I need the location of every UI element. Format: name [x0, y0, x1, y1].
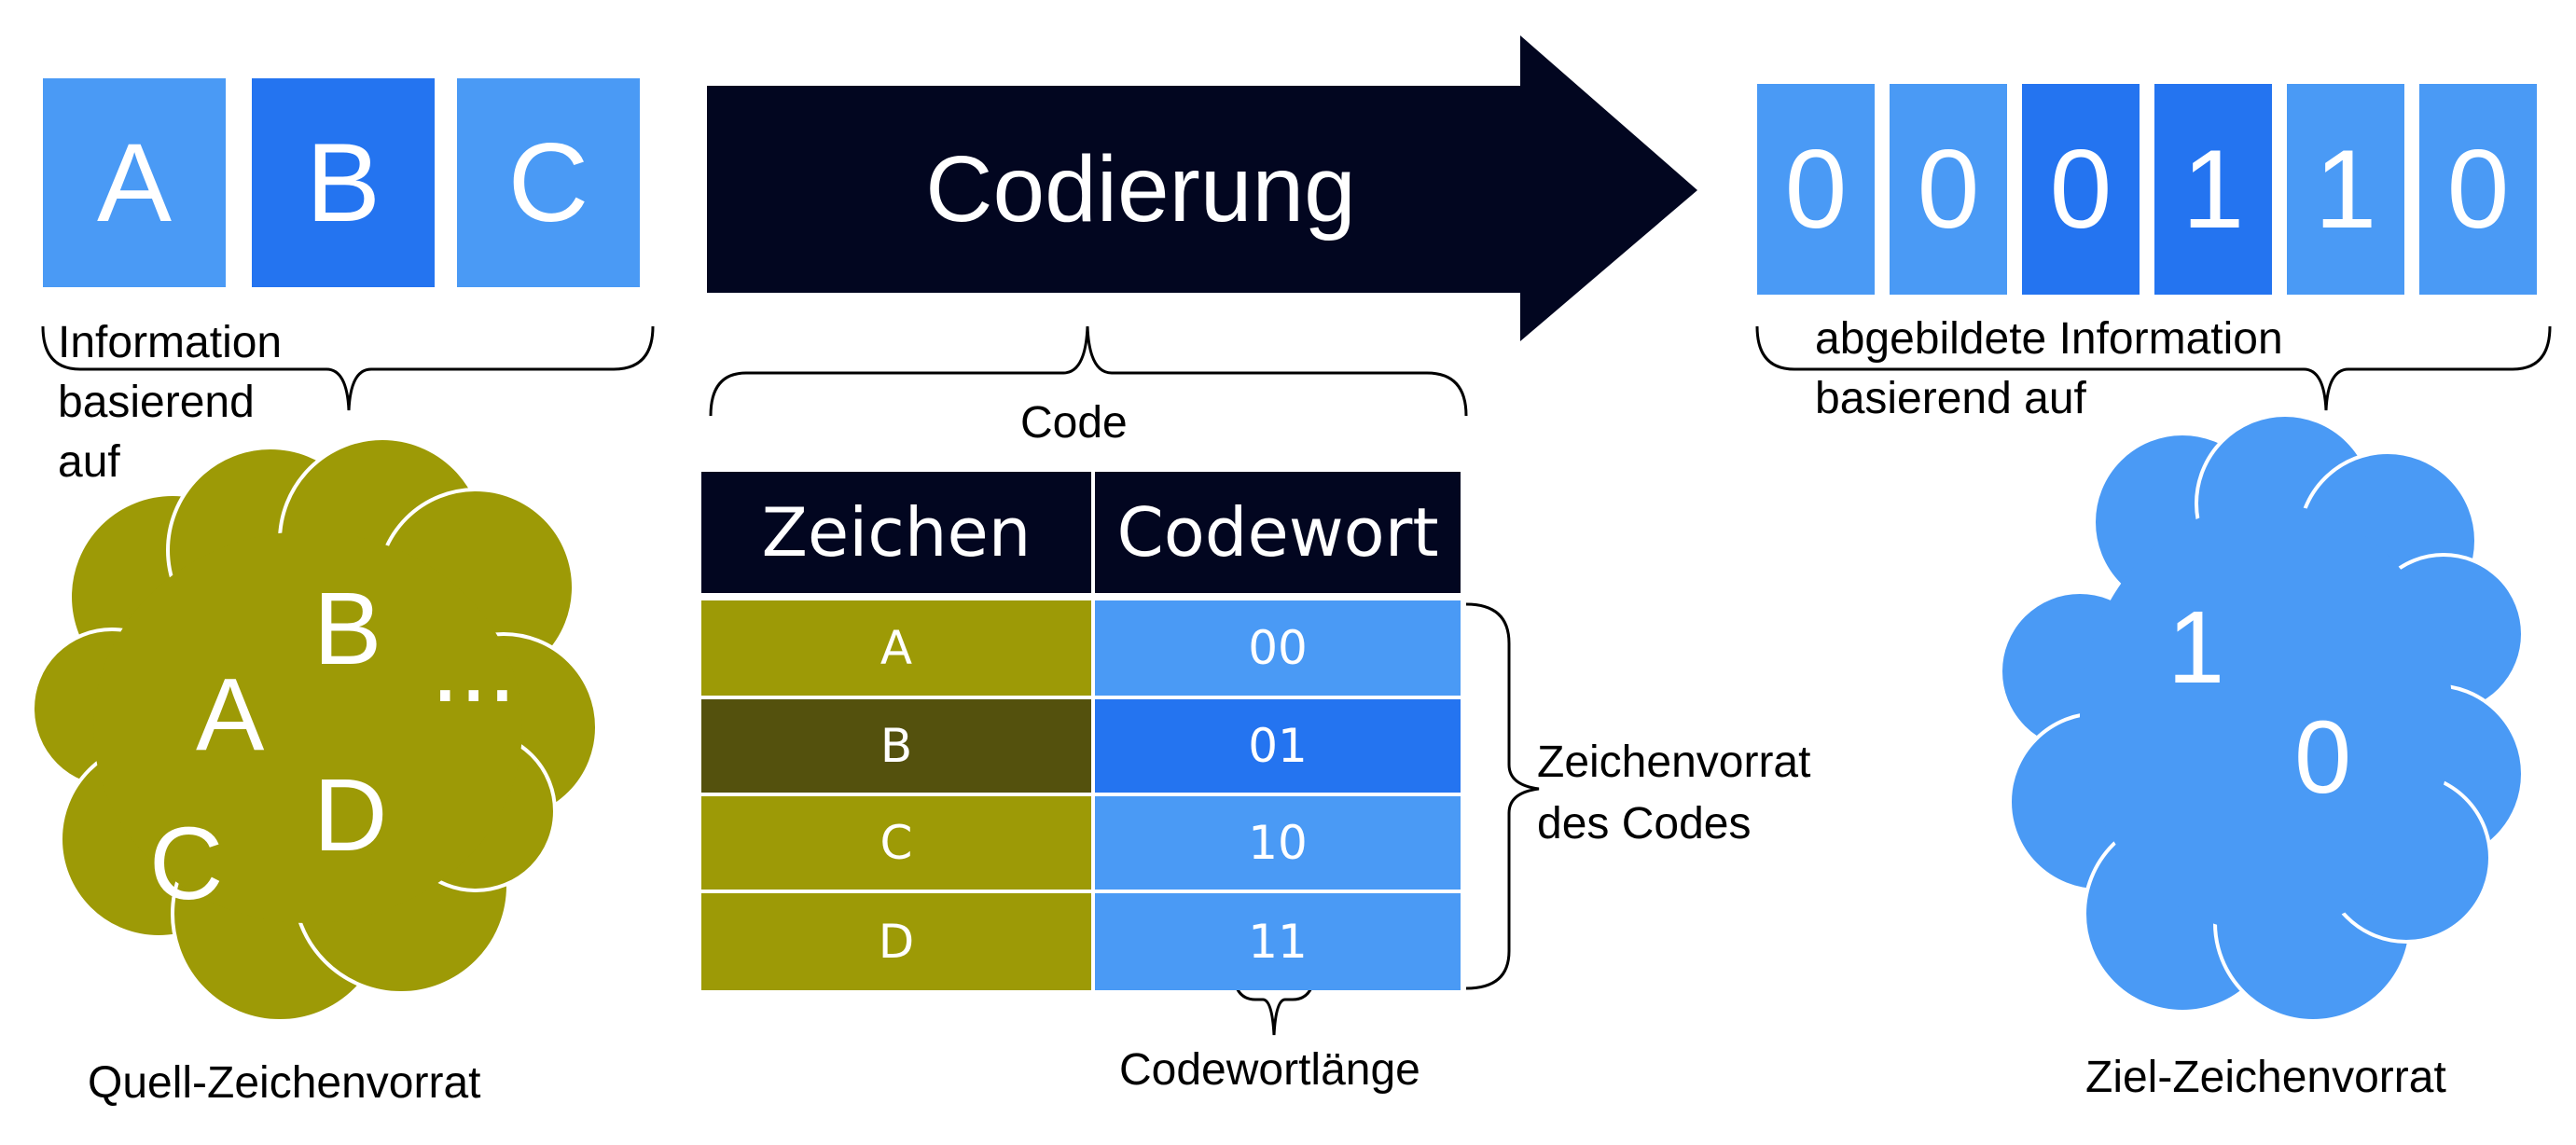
source-symbol-box: B — [252, 78, 435, 287]
codeword-length-label: Codewortlänge — [1119, 1045, 1420, 1095]
source-symbol-label: C — [507, 120, 589, 245]
target-bit-label: 0 — [2446, 127, 2510, 252]
target-charset-label: Ziel-Zeichenvorrat — [2085, 1053, 2446, 1102]
codeword-length-brace — [1231, 965, 1317, 1036]
target-bit-label: 1 — [2314, 127, 2377, 252]
charset-label-line1: Zeichenvorrat — [1537, 738, 1811, 787]
table-cell-codewort: 11 — [1248, 915, 1308, 969]
source-symbol-box: A — [43, 78, 226, 287]
table-cell-zeichen: B — [879, 719, 913, 773]
table-cell-zeichen: C — [879, 816, 913, 870]
target-bit-box: 0 — [1757, 84, 1875, 295]
target-bit-label: 0 — [1917, 127, 1980, 252]
information-label-line1: Information — [58, 318, 283, 367]
target-bit-box: 0 — [2022, 84, 2140, 295]
source-charset-label: Quell-Zeichenvorrat — [88, 1058, 481, 1108]
information-label-line3: auf — [58, 437, 120, 487]
source-cloud-symbol: A — [196, 657, 265, 772]
code-brace — [709, 325, 1468, 417]
source-cloud-symbol: C — [149, 807, 224, 921]
table-cell-zeichen: D — [878, 915, 915, 969]
table-cell-codewort: 01 — [1248, 719, 1308, 773]
target-bit-box: 1 — [2154, 84, 2272, 295]
source-symbol-box: C — [457, 78, 640, 287]
target-bit-box: 0 — [2419, 84, 2537, 295]
code-table-background — [701, 472, 1461, 990]
table-header-codewort: Codewort — [1116, 493, 1439, 572]
target-cloud-symbol: 1 — [2167, 590, 2225, 705]
source-symbol-label: B — [305, 120, 381, 245]
target-bit-box: 0 — [1890, 84, 2007, 295]
charset-brace — [1465, 602, 1540, 990]
table-header-zeichen: Zeichen — [761, 493, 1032, 572]
code-label: Code — [1020, 398, 1128, 448]
information-brace — [41, 325, 655, 411]
table-cell-zeichen: A — [879, 621, 913, 675]
table-cell-codewort: 00 — [1248, 621, 1308, 675]
mapped-information-line1: abgebildete Information — [1815, 314, 2283, 364]
source-symbol-label: A — [96, 120, 173, 245]
target-cloud — [1999, 413, 2525, 1023]
target-bit-label: 0 — [2049, 127, 2112, 252]
charset-label-line2: des Codes — [1537, 799, 1752, 848]
arrow-label: Codierung — [925, 136, 1356, 241]
information-label-line2: basierend — [58, 378, 255, 427]
mapped-information-brace — [1755, 325, 2552, 411]
source-cloud-symbol: D — [313, 758, 388, 873]
source-cloud-symbol: ... — [431, 609, 517, 724]
target-bit-label: 0 — [1784, 127, 1848, 252]
source-cloud — [31, 436, 599, 1023]
table-cell-codewort: 10 — [1248, 816, 1308, 870]
coding-arrow — [707, 35, 1697, 341]
target-bit-box: 1 — [2287, 84, 2404, 295]
target-cloud-symbol: 0 — [2294, 700, 2352, 815]
target-bit-label: 1 — [2181, 127, 2245, 252]
source-cloud-symbol: B — [313, 572, 382, 686]
mapped-information-line2: basierend auf — [1815, 374, 2086, 423]
